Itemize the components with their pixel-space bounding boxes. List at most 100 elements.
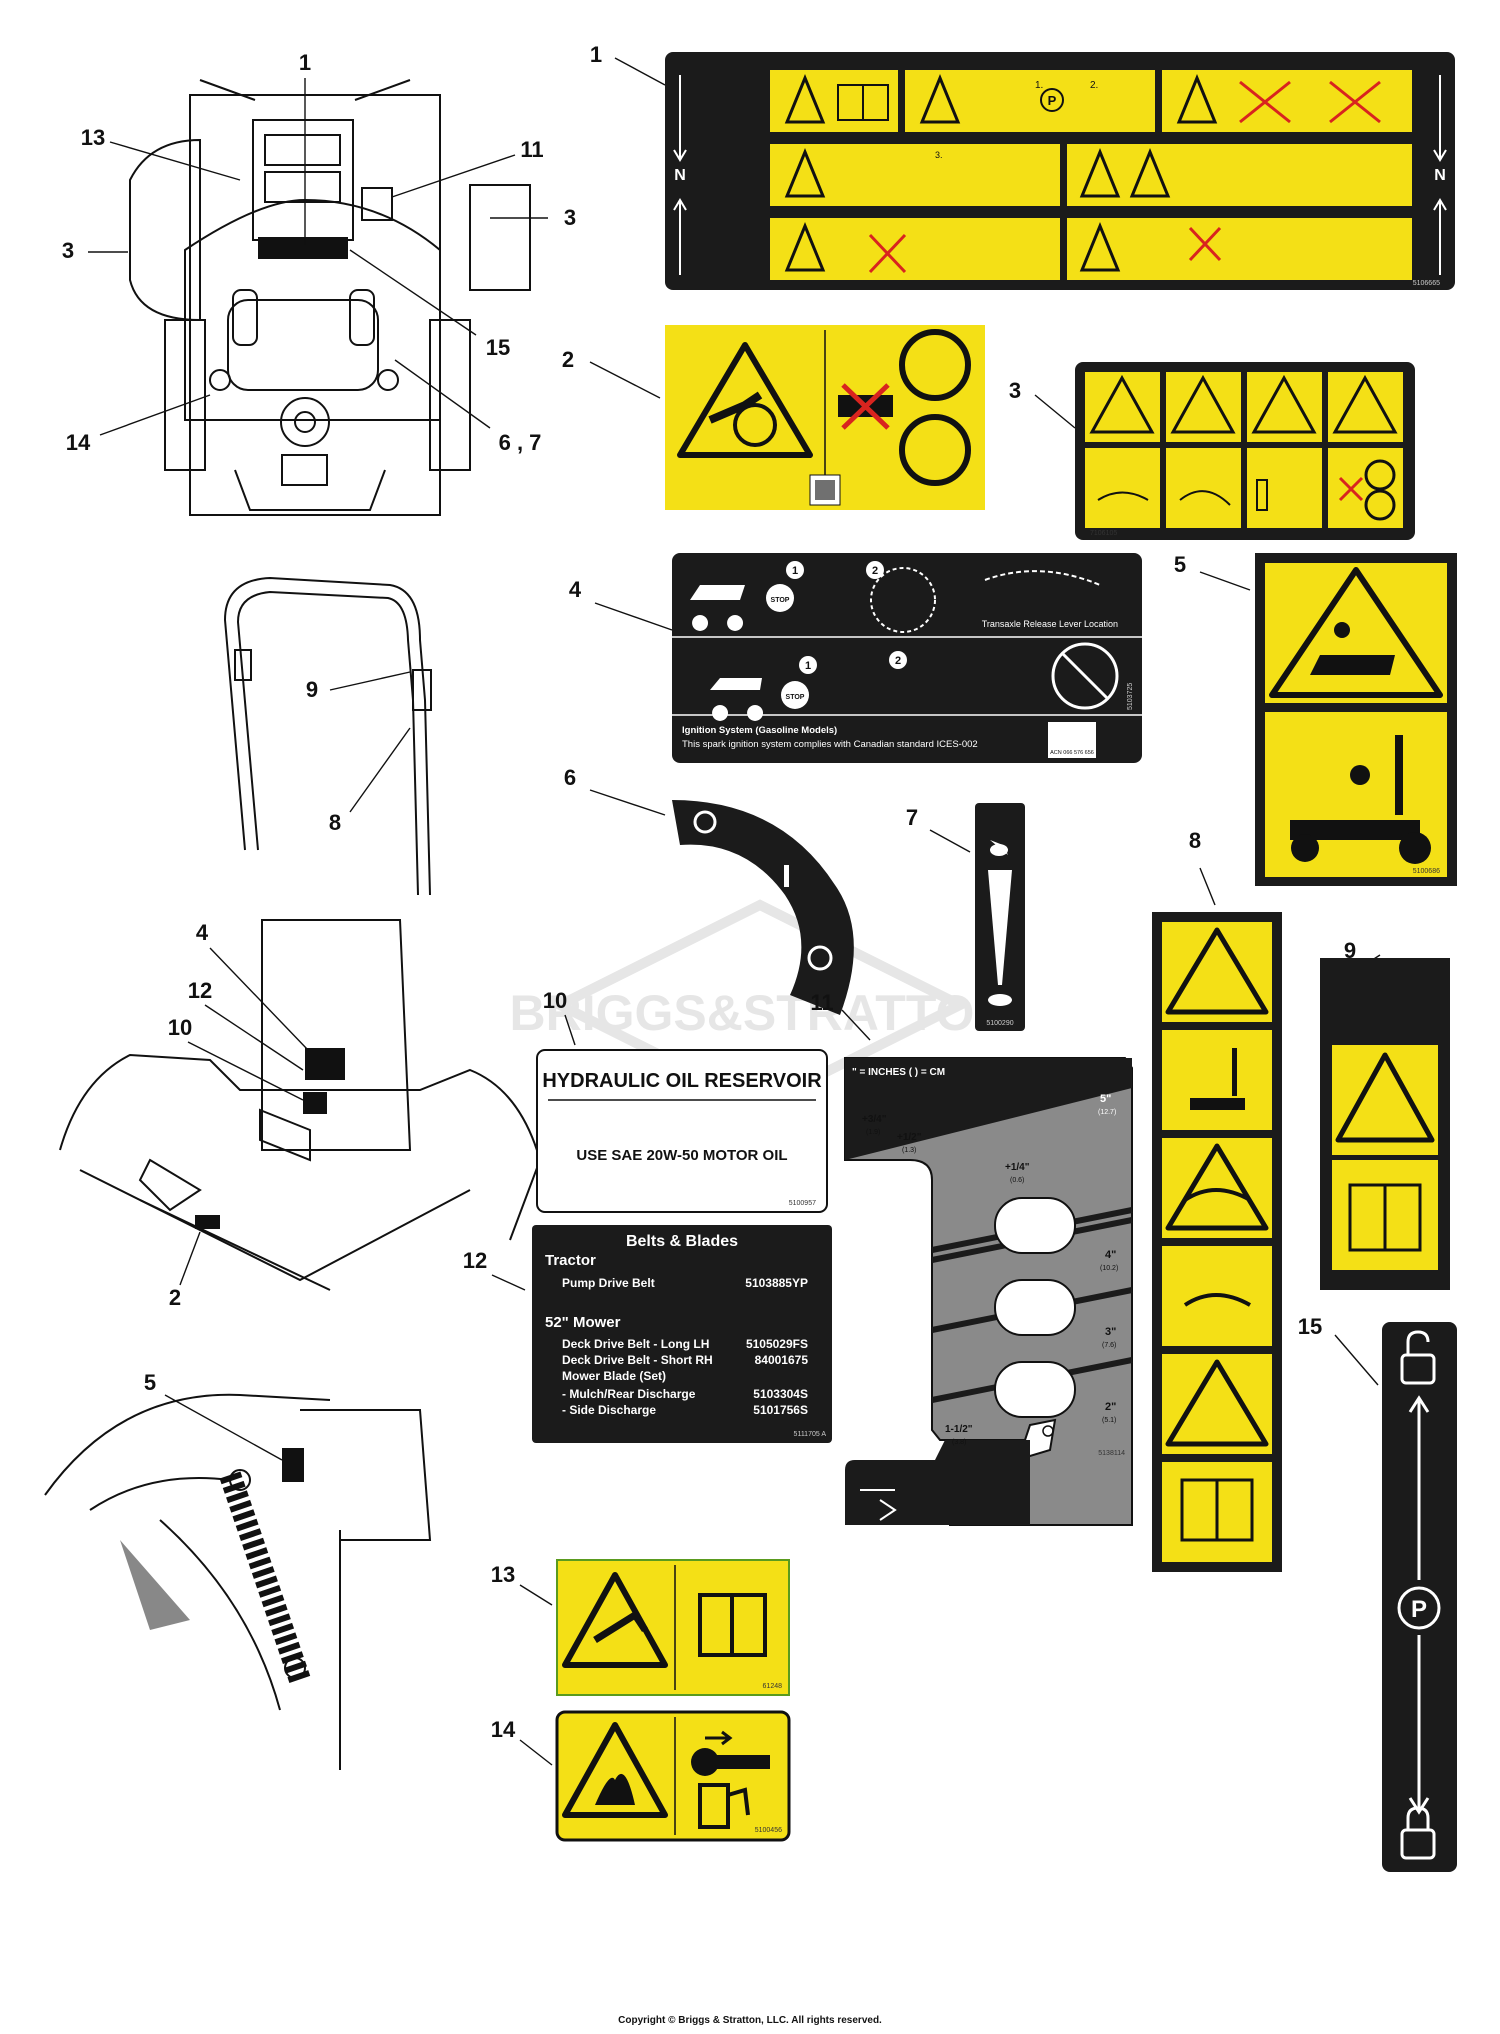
svg-text:11: 11 <box>520 137 543 162</box>
decal-4: 1 2 1 2 STOP STOP Transaxle Release Leve… <box>672 553 1142 763</box>
svg-text:4: 4 <box>569 577 582 602</box>
svg-text:3": 3" <box>1105 1326 1116 1338</box>
svg-text:3: 3 <box>1009 378 1021 403</box>
decal-10: HYDRAULIC OIL RESERVOIR USE SAE 20W-50 M… <box>536 1049 828 1213</box>
svg-text:Deck Drive Belt - Short RH: Deck Drive Belt - Short RH <box>562 1353 713 1367</box>
rops-view <box>223 576 432 896</box>
decal-8 <box>1152 912 1282 1572</box>
svg-text:5": 5" <box>1100 1093 1111 1105</box>
svg-text:P: P <box>1048 93 1057 108</box>
svg-text:(5.1): (5.1) <box>1102 1417 1116 1424</box>
svg-text:5100290: 5100290 <box>986 1020 1013 1027</box>
svg-text:Tractor: Tractor <box>545 1252 596 1269</box>
svg-text:5100456: 5100456 <box>755 1827 782 1834</box>
decal-13: 61248 <box>556 1559 790 1696</box>
svg-text:Ignition System (Gasoline Mode: Ignition System (Gasoline Models) <box>682 725 837 736</box>
svg-text:3: 3 <box>62 238 74 263</box>
svg-text:5111705 A: 5111705 A <box>794 1431 827 1438</box>
underseat-view <box>59 919 542 1291</box>
svg-text:7: 7 <box>906 805 918 830</box>
svg-text:(12.7): (12.7) <box>1098 1109 1116 1116</box>
decal-2 <box>665 325 985 510</box>
svg-text:4: 4 <box>196 920 209 945</box>
watermark-text: BRIGGS&STRATTON <box>510 985 1011 1041</box>
svg-text:N: N <box>674 167 686 184</box>
mower-top-view <box>129 79 531 516</box>
svg-text:STOP: STOP <box>771 597 790 604</box>
svg-text:5103725: 5103725 <box>1127 683 1134 710</box>
svg-text:(1.3): (1.3) <box>902 1147 916 1154</box>
svg-text:11: 11 <box>810 990 833 1015</box>
fender-view <box>44 1393 432 1770</box>
svg-text:6: 6 <box>564 765 576 790</box>
svg-text:STOP: STOP <box>786 694 805 701</box>
svg-text:12: 12 <box>463 1248 487 1273</box>
svg-text:61248: 61248 <box>763 1683 783 1690</box>
svg-text:Mower Blade (Set): Mower Blade (Set) <box>562 1369 666 1383</box>
svg-text:9: 9 <box>1344 938 1356 963</box>
svg-text:Pump Drive Belt: Pump Drive Belt <box>562 1276 655 1290</box>
svg-text:- Mulch/Rear Discharge: - Mulch/Rear Discharge <box>562 1387 696 1401</box>
svg-text:5: 5 <box>144 1370 156 1395</box>
svg-text:Belts & Blades: Belts & Blades <box>626 1233 738 1250</box>
svg-text:This spark ignition system com: This spark ignition system complies with… <box>682 739 978 750</box>
svg-text:5101756S: 5101756S <box>753 1403 808 1417</box>
callout-1: 1 <box>590 42 602 67</box>
svg-text:6 , 7: 6 , 7 <box>499 430 542 455</box>
callouts-left: 1 13 11 3 3 15 14 6 , 7 9 8 4 12 10 2 5 <box>62 50 576 1461</box>
svg-text:Transaxle Release Lever Locati: Transaxle Release Lever Location <box>982 619 1118 629</box>
decal-11: " = INCHES ( ) = CM +3/4" (1.9) +1/2" (1… <box>844 1057 1133 1526</box>
svg-text:15: 15 <box>486 335 510 360</box>
svg-text:5103885YP: 5103885YP <box>745 1276 808 1290</box>
svg-text:N: N <box>1434 167 1446 184</box>
svg-text:+1/4": +1/4" <box>1005 1162 1030 1173</box>
svg-text:5: 5 <box>1174 552 1186 577</box>
decal-15: P <box>1382 1322 1457 1872</box>
copyright-footer: Copyright © Briggs & Stratton, LLC. All … <box>618 2015 882 2026</box>
svg-text:5106665: 5106665 <box>1413 280 1440 287</box>
svg-text:5100686: 5100686 <box>1413 868 1440 875</box>
svg-text:5100957: 5100957 <box>789 1200 816 1207</box>
svg-text:10: 10 <box>168 1015 192 1040</box>
svg-text:14: 14 <box>491 1717 516 1742</box>
svg-text:+1/2": +1/2" <box>897 1132 922 1143</box>
svg-text:9: 9 <box>306 677 318 702</box>
svg-text:2: 2 <box>562 347 574 372</box>
svg-text:2": 2" <box>1105 1401 1116 1413</box>
svg-text:52" Mower: 52" Mower <box>545 1314 621 1331</box>
svg-text:2: 2 <box>872 565 878 577</box>
svg-text:1: 1 <box>792 565 798 577</box>
decal-3: 7106105 <box>1075 362 1415 540</box>
svg-text:3: 3 <box>564 205 576 230</box>
svg-text:+3/4": +3/4" <box>862 1114 887 1125</box>
svg-text:7106105: 7106105 <box>1090 530 1117 537</box>
svg-text:5105029FS: 5105029FS <box>746 1337 808 1351</box>
svg-text:13: 13 <box>81 125 105 150</box>
svg-text:5138114: 5138114 <box>1098 1450 1125 1457</box>
svg-text:P: P <box>1411 1596 1427 1623</box>
svg-text:1.: 1. <box>1035 80 1043 91</box>
svg-text:USE SAE 20W-50 MOTOR OIL: USE SAE 20W-50 MOTOR OIL <box>576 1147 787 1164</box>
svg-text:3.: 3. <box>935 150 943 160</box>
svg-text:1-1/2": 1-1/2" <box>945 1424 973 1435</box>
svg-text:4": 4" <box>1105 1249 1116 1261</box>
decal-1: N N 1. 2. 3. P 5106665 <box>665 52 1455 290</box>
svg-text:Deck Drive Belt - Long LH: Deck Drive Belt - Long LH <box>562 1337 709 1351</box>
svg-text:2.: 2. <box>1090 80 1098 91</box>
svg-text:(3.8): (3.8) <box>952 1439 966 1446</box>
svg-text:8: 8 <box>1189 828 1201 853</box>
svg-text:HYDRAULIC OIL RESERVOIR: HYDRAULIC OIL RESERVOIR <box>542 1070 822 1092</box>
svg-text:15: 15 <box>1298 1314 1322 1339</box>
svg-text:13: 13 <box>491 1562 515 1587</box>
svg-text:14: 14 <box>66 430 91 455</box>
decal-5: 5100686 <box>1255 553 1457 886</box>
svg-text:84001675: 84001675 <box>755 1353 809 1367</box>
svg-text:- Side Discharge: - Side Discharge <box>562 1403 656 1417</box>
svg-text:ACN 066 576 656: ACN 066 576 656 <box>1050 750 1094 756</box>
svg-text:12: 12 <box>188 978 212 1003</box>
svg-text:2: 2 <box>169 1285 181 1310</box>
svg-text:(10.2): (10.2) <box>1100 1265 1118 1272</box>
decal-14: 5100456 <box>555 1710 791 1842</box>
svg-text:8: 8 <box>329 810 341 835</box>
